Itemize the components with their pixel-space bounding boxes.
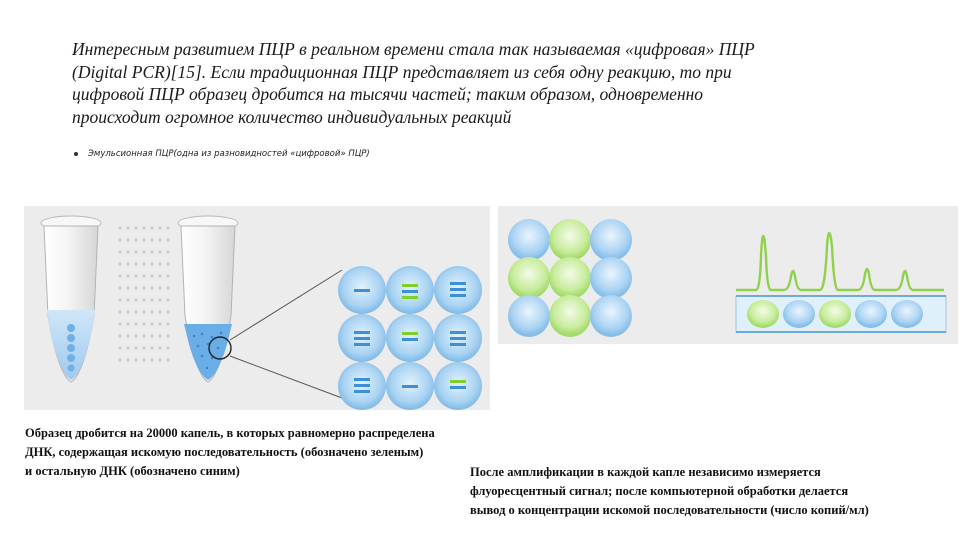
caption-line: флуоресцентный сигнал; после компьютерно…: [470, 484, 849, 498]
droplet-icon: [855, 300, 887, 328]
fluorescence-peak-icon: [736, 231, 944, 292]
intro-line: цифровой ПЦР образец дробится на тысячи …: [72, 84, 704, 104]
caption-line: Образец дробится на 20000 капель, в кото…: [25, 426, 435, 440]
droplet-icon: [747, 300, 779, 328]
caption-left: Образец дробится на 20000 капель, в кото…: [25, 424, 435, 481]
intro-line: Интересным развитием ПЦР в реальном врем…: [72, 39, 755, 59]
droplet-grid: [508, 219, 632, 337]
droplet-icon: [434, 266, 482, 314]
emulsion-figure: [24, 206, 490, 410]
dotted-transition: [118, 226, 170, 362]
caption-right: После амплификации в каждой капле незави…: [470, 463, 869, 520]
droplet-icon: [590, 257, 632, 299]
caption-line: и остальную ДНК (обозначено синим): [25, 464, 240, 478]
intro-paragraph: Интересным развитием ПЦР в реальном врем…: [72, 38, 872, 128]
caption-line: После амплификации в каждой капле незави…: [470, 465, 821, 479]
bullet-dot-icon: [74, 152, 78, 156]
caption-line: ДНК, содержащая искомую последовательнос…: [25, 445, 424, 459]
droplet-icon: [508, 219, 550, 261]
intro-line: (Digital PCR)[15]. Если традиционная ПЦР…: [72, 61, 732, 82]
droplet-icon: [338, 266, 386, 314]
intro-line: происходит огромное количество индивидуа…: [72, 106, 512, 127]
droplet-icon: [386, 314, 434, 362]
caption-line: вывод о концентрации искомой последовате…: [470, 503, 869, 517]
detection-figure-svg: [508, 219, 947, 337]
droplet-icon: [386, 362, 434, 410]
droplet-icon: [434, 362, 482, 410]
droplet-icon: [508, 295, 550, 337]
droplet-icon: [338, 362, 386, 410]
droplet-icon: [338, 314, 386, 362]
droplet-icon: [819, 300, 851, 328]
droplet-icon: [386, 266, 434, 314]
tube-icon: [177, 215, 239, 383]
droplet-icon: [549, 257, 591, 299]
tube-icon: [40, 215, 102, 383]
bullet-text: Эмульсионная ПЦР(одна из разновидностей …: [88, 149, 370, 159]
droplet-icon: [891, 300, 923, 328]
droplet-channel: [747, 300, 923, 328]
droplet-grid: [338, 266, 482, 410]
droplet-icon: [590, 295, 632, 337]
droplet-icon: [549, 219, 591, 261]
detection-figure: [498, 206, 958, 344]
droplet-icon: [783, 300, 815, 328]
droplet-icon: [590, 219, 632, 261]
emulsion-figure-svg: [40, 215, 482, 410]
droplet-icon: [549, 295, 591, 337]
bullet-item: Эмульсионная ПЦР(одна из разновидностей …: [74, 149, 370, 159]
droplet-icon: [434, 314, 482, 362]
droplet-icon: [508, 257, 550, 299]
